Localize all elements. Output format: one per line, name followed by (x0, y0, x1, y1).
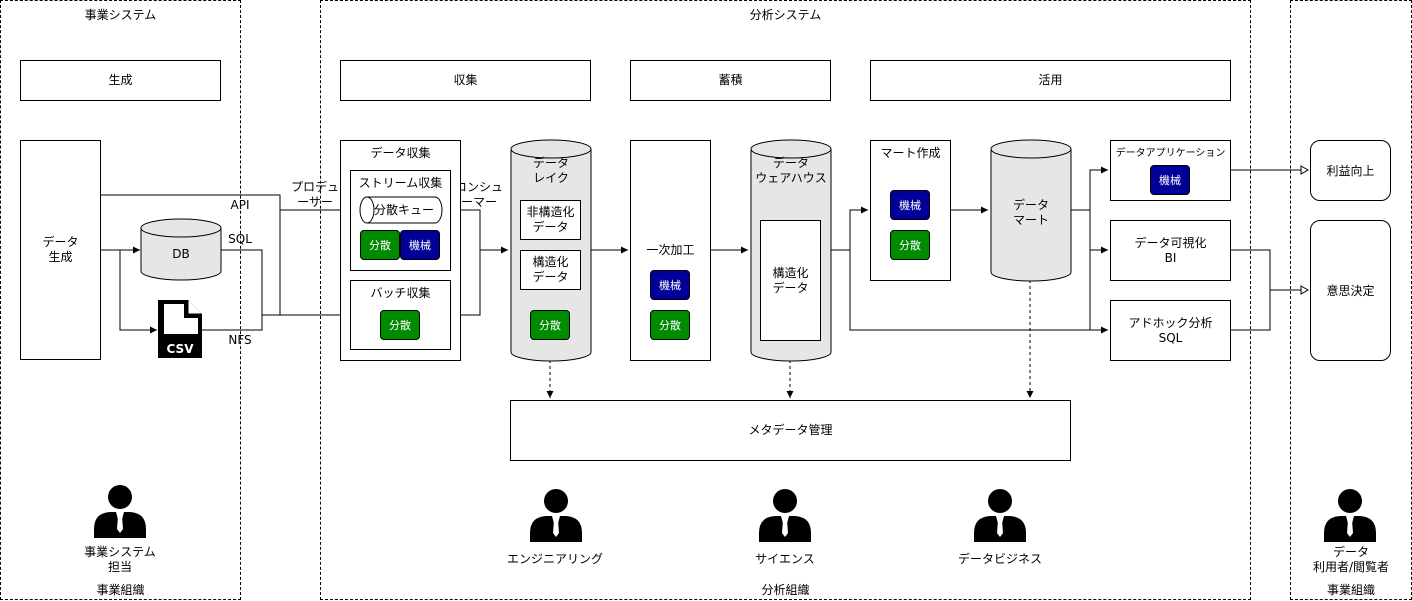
phase-collect: 収集 (340, 60, 591, 101)
edge-label-api: API (230, 198, 250, 212)
person-icon-engineering (530, 489, 582, 542)
adhoc-analysis-box: アドホック分析 SQL (1110, 300, 1231, 361)
lake-distributed-tag: 分散 (530, 310, 570, 340)
person-label-engineering: エンジニアリング (506, 552, 603, 566)
person-label-biz-owner: 事業システム 担当 (84, 545, 156, 574)
person-label-science: サイエンス (755, 552, 815, 566)
analysis-system-title: 分析システム (749, 8, 822, 22)
business-system-title: 事業システム (84, 8, 157, 22)
business-system-zone (0, 0, 241, 600)
stream-machine-tag: 機械 (400, 230, 440, 260)
business-org-label-right: 事業組織 (1326, 583, 1375, 597)
data-visualization-box: データ可視化 BI (1110, 220, 1231, 281)
app-machine-tag: 機械 (1150, 165, 1190, 195)
dwh-structured-data-box: 構造化 データ (760, 220, 821, 341)
stream-collection-title: ストリーム収集 (358, 176, 443, 190)
data-warehouse-label: データ ウェアハウス (755, 156, 827, 185)
edge-label-nfs: NFS (228, 333, 252, 347)
stream-distributed-tag: 分散 (360, 230, 400, 260)
person-label-data-users: データ 利用者/閲覧者 (1312, 545, 1390, 574)
analysis-system-zone (320, 0, 1251, 600)
csv-file-icon (158, 300, 202, 358)
unstructured-data-box: 非構造化 データ (520, 200, 581, 240)
edge-label-producer: プロデュ ーサー (290, 180, 339, 209)
person-icon-data-users (1324, 489, 1376, 542)
mart-creation-label: マート作成 (880, 146, 941, 160)
data-application-label: データアプリケーション (1115, 148, 1226, 159)
profit-improvement-box: 利益向上 (1310, 140, 1391, 201)
person-icon-biz-owner (94, 485, 146, 538)
process-machine-tag: 機械 (650, 270, 690, 300)
mart-machine-tag: 機械 (890, 190, 930, 220)
phase-generate: 生成 (20, 60, 221, 101)
process-distributed-tag: 分散 (650, 310, 690, 340)
decision-making-box: 意思決定 (1310, 220, 1391, 361)
phase-use: 活用 (870, 60, 1231, 101)
db-label: DB (172, 247, 190, 261)
data-generation-node: データ 生成 (20, 140, 101, 360)
db-cylinder (140, 218, 222, 281)
metadata-management-box: メタデータ管理 (510, 400, 1071, 461)
lake-structured-data-box: 構造化 データ (520, 250, 581, 290)
batch-collection-title: バッチ収集 (370, 286, 431, 300)
business-org-label-left: 事業組織 (96, 583, 145, 597)
csv-label: CSV (166, 342, 194, 356)
person-icon-data-business (974, 489, 1026, 542)
distributed-queue-cylinder (359, 196, 443, 224)
distributed-queue-label: 分散キュー (373, 203, 434, 217)
first-processing-label: 一次加工 (646, 243, 695, 257)
person-icon-science (759, 489, 811, 542)
phase-store: 蓄積 (630, 60, 831, 101)
mart-distributed-tag: 分散 (890, 230, 930, 260)
edge-label-sql: SQL (228, 232, 252, 246)
data-collection-title: データ収集 (370, 146, 431, 160)
data-lake-label: データ レイク (532, 156, 569, 185)
data-mart-cylinder (990, 139, 1072, 282)
edge-label-consumer: コンシュ ーマー (454, 180, 503, 209)
data-mart-label: データ マート (1012, 198, 1049, 227)
person-label-data-business: データビジネス (957, 552, 1042, 566)
batch-distributed-tag: 分散 (380, 310, 420, 340)
analysis-org-label: 分析組織 (761, 583, 810, 597)
